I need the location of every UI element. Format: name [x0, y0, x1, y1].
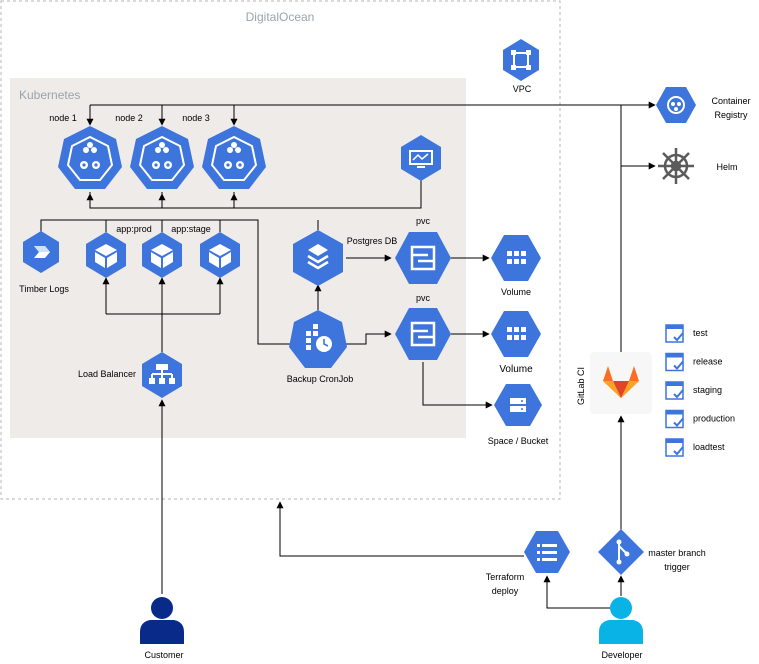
node-3[interactable]: [202, 126, 266, 189]
pvc-1-label: pvc: [416, 216, 431, 226]
gitlab-fox-icon: [603, 366, 639, 398]
pod-app-prod[interactable]: [142, 232, 182, 278]
master-branch-node[interactable]: [598, 529, 644, 575]
volume-2[interactable]: [491, 311, 541, 357]
customer-label: Customer: [144, 650, 183, 660]
terraform-node[interactable]: [524, 531, 570, 573]
ci-stage-item[interactable]: production: [665, 409, 735, 429]
pod-left[interactable]: [86, 232, 126, 278]
customer-node[interactable]: [140, 597, 184, 644]
node-2-label: node 2: [115, 113, 143, 123]
developer-node[interactable]: [599, 597, 643, 644]
cluster-title: Kubernetes: [19, 88, 80, 102]
monitoring-node[interactable]: [401, 135, 441, 181]
ci-stage-check-icon: [665, 324, 684, 343]
ci-stages: test release staging production loadtest: [665, 324, 735, 457]
vpc-icon: [503, 39, 539, 81]
ci-stage-item[interactable]: test: [665, 324, 708, 343]
edge-backup-pvc2: [346, 330, 392, 345]
volume-1[interactable]: [491, 235, 541, 281]
backup-cronjob-node[interactable]: [289, 310, 347, 368]
pod-app-stage[interactable]: [200, 232, 240, 278]
terraform-label-1: Terraform: [486, 572, 525, 582]
node-1[interactable]: [58, 126, 122, 189]
pvc-2[interactable]: [395, 308, 451, 360]
node-2[interactable]: [130, 126, 194, 189]
timber-logs-node[interactable]: [23, 231, 59, 273]
ci-stage-check-icon: [665, 352, 684, 372]
postgres-label: Postgres DB: [347, 236, 398, 246]
load-balancer-label: Load Balancer: [78, 369, 136, 379]
space-bucket-label: Space / Bucket: [488, 436, 549, 446]
pvc-1[interactable]: [395, 232, 451, 284]
gitlab-ci-label: GitLab CI: [576, 367, 586, 405]
ci-stage-label: loadtest: [693, 442, 725, 452]
app-prod-label: app:prod: [116, 224, 152, 234]
ci-stage-item[interactable]: staging: [665, 381, 722, 400]
ci-stage-check-icon: [665, 381, 684, 400]
git-branch-icon: [598, 529, 644, 575]
edge-logs-bus: [40, 219, 290, 345]
ci-stage-item[interactable]: release: [665, 352, 723, 372]
space-bucket-node[interactable]: [494, 384, 542, 426]
person-icon: [140, 597, 184, 644]
helm-wheel-icon: [658, 148, 694, 184]
master-branch-label-1: master branch: [648, 548, 706, 558]
ci-stage-label: test: [693, 328, 708, 338]
volume-grid-icon: [491, 311, 541, 357]
app-stage-label: app:stage: [171, 224, 211, 234]
node-1-label: node 1: [49, 113, 77, 123]
developer-label: Developer: [601, 650, 642, 660]
volume-1-label: Volume: [501, 287, 531, 297]
volume-2-label: Volume: [499, 364, 533, 375]
volume-grid-icon: [491, 235, 541, 281]
ci-stage-label: production: [693, 414, 735, 424]
container-registry-label-2: Registry: [714, 110, 748, 120]
gitlab-ci-node[interactable]: [590, 352, 652, 414]
edge-dev-terraform: [543, 575, 622, 609]
region-title: DigitalOcean: [246, 10, 315, 24]
pvc-2-label: pvc: [416, 293, 431, 303]
pvc-icon: [395, 232, 451, 284]
edge-terraform-region: [276, 501, 524, 557]
terraform-label-2: deploy: [492, 586, 519, 596]
load-balancer-node[interactable]: [142, 352, 182, 398]
person-icon: [599, 597, 643, 644]
container-registry-node[interactable]: [656, 87, 696, 123]
connectors: [40, 101, 656, 609]
ci-stage-check-icon: [665, 438, 684, 457]
timber-logs-label: Timber Logs: [19, 284, 69, 294]
master-branch-label-2: trigger: [664, 562, 690, 572]
ci-stage-label: staging: [693, 385, 722, 395]
postgres-node[interactable]: [293, 230, 343, 286]
ci-stage-item[interactable]: loadtest: [665, 438, 725, 457]
container-registry-icon: [656, 87, 696, 123]
node-3-label: node 3: [182, 113, 210, 123]
vpc-label: VPC: [513, 84, 532, 94]
backup-cronjob-label: Backup CronJob: [287, 374, 354, 384]
database-stack-icon: [293, 230, 343, 286]
helm-node[interactable]: [658, 148, 694, 184]
edge-pvc2-bucket: [422, 362, 493, 409]
pvc-icon: [395, 308, 451, 360]
vpc-node[interactable]: [503, 39, 539, 81]
bucket-icon: [494, 384, 542, 426]
ci-stage-label: release: [693, 357, 723, 367]
helm-label: Helm: [716, 162, 737, 172]
ci-stage-check-icon: [665, 409, 684, 429]
container-registry-label-1: Container: [711, 96, 750, 106]
